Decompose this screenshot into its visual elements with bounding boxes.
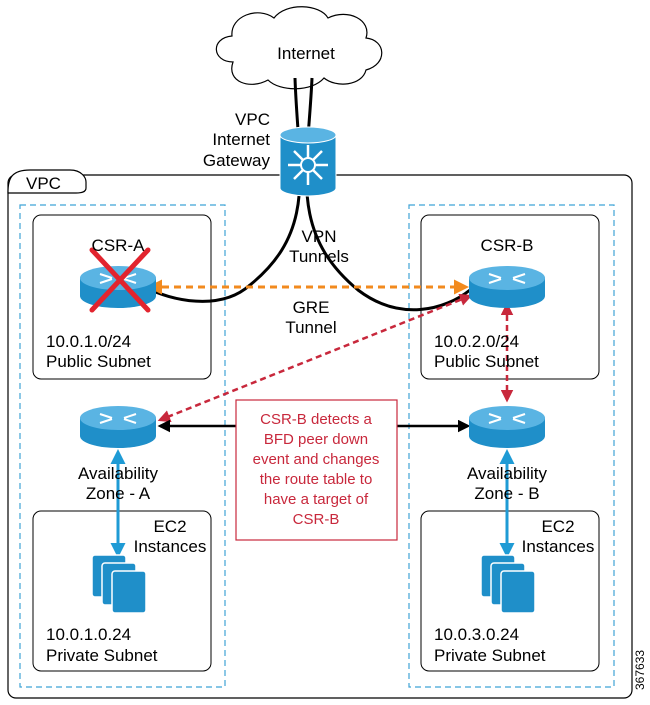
az-a-label-line2: Zone - A xyxy=(86,484,151,503)
private-subnet-a-label: Private Subnet xyxy=(46,646,158,665)
failure-x-icon xyxy=(89,247,151,313)
gateway-label-line2: Internet xyxy=(212,130,270,149)
failover-note-box xyxy=(235,399,398,541)
gre-label-line1: GRE xyxy=(293,298,330,317)
ec2-a-label-line2: Instances xyxy=(134,537,207,556)
availability-zone-a-box xyxy=(19,204,226,688)
private-subnet-b-cidr: 10.0.3.0.24 xyxy=(434,625,519,644)
public-subnet-a-cidr: 10.0.1.0/24 xyxy=(46,332,131,351)
internet-cloud-icon xyxy=(215,6,383,90)
ec2-b-label-line2: Instances xyxy=(522,537,595,556)
ec2-b-label-line1: EC2 xyxy=(541,517,574,536)
private-subnet-a-cidr: 10.0.1.0.24 xyxy=(46,625,131,644)
az-a-router-icon xyxy=(80,406,156,448)
csr-a-router-icon xyxy=(80,266,156,308)
vpn-tunnel-a xyxy=(146,77,302,303)
route-update-arrow-a xyxy=(157,293,473,423)
availability-zone-b-box xyxy=(408,204,615,688)
csr-b-router-icon xyxy=(469,266,545,308)
vpn-tunnel-b xyxy=(304,77,471,312)
az-a-label-line1: Availability xyxy=(78,464,159,483)
public-subnet-b-label: Public Subnet xyxy=(434,352,539,371)
public-subnet-a-label: Public Subnet xyxy=(46,352,151,371)
public-subnet-b-cidr: 10.0.2.0/24 xyxy=(434,332,519,351)
csr-a-label: CSR-A xyxy=(92,236,146,255)
note-line3: event and changes xyxy=(253,451,380,468)
csr-b-label: CSR-B xyxy=(481,236,534,255)
az-b-label-line2: Zone - B xyxy=(474,484,539,503)
gre-label-line2: Tunnel xyxy=(285,318,336,337)
note-line1: CSR-B detects a xyxy=(260,411,372,428)
vpn-label-line2: Tunnels xyxy=(289,247,349,266)
az-b-label-line1: Availability xyxy=(467,464,548,483)
note-line2: BFD peer down xyxy=(264,431,368,448)
note-line5: have a target of xyxy=(264,491,369,508)
vpc-label-tab xyxy=(7,169,87,194)
ec2-a-label-line1: EC2 xyxy=(153,517,186,536)
figure-id: 367633 xyxy=(633,650,647,690)
internet-gateway-icon xyxy=(279,126,337,197)
ec2-instances-a-icon xyxy=(91,554,147,614)
ec2-instances-b-icon xyxy=(480,554,536,614)
vpn-label-line1: VPN xyxy=(302,227,337,246)
internet-label: Internet xyxy=(277,44,335,63)
note-line4: the route table to xyxy=(260,471,373,488)
az-b-router-icon xyxy=(469,406,545,448)
private-subnet-b-label: Private Subnet xyxy=(434,646,546,665)
gateway-label-line3: Gateway xyxy=(203,151,271,170)
vpc-label: VPC xyxy=(26,174,61,193)
gateway-label-line1: VPC xyxy=(235,110,270,129)
note-line6: CSR-B xyxy=(293,511,340,528)
